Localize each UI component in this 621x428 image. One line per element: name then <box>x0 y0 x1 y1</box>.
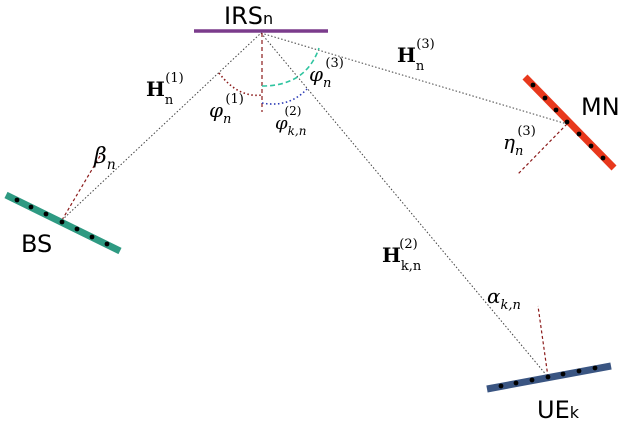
ue-element <box>576 368 582 374</box>
mn-element <box>530 82 536 88</box>
ue-element <box>529 377 535 383</box>
bs-element <box>89 234 95 240</box>
ue-element <box>498 383 504 389</box>
phi1-arc <box>218 72 263 97</box>
ue-label: UEk <box>537 396 580 424</box>
mn-element <box>553 107 559 113</box>
ue-array <box>486 362 612 393</box>
mn-array <box>522 74 617 171</box>
alpha-label: αk,n <box>487 284 521 313</box>
beta-label: βn <box>93 144 116 173</box>
link-bs-irs <box>61 32 262 221</box>
bs-element <box>59 219 65 225</box>
link-irs-ue <box>260 32 549 378</box>
bs-element <box>43 211 49 217</box>
ue-element <box>513 380 519 386</box>
bs-element <box>28 204 34 210</box>
phi3-arc <box>261 47 320 87</box>
mn-element <box>564 119 570 125</box>
eta-label: ηn(3) <box>503 124 536 159</box>
mn-element <box>588 143 594 149</box>
ue-element <box>560 371 566 377</box>
bs-element <box>14 197 20 203</box>
bs-normal <box>61 155 101 221</box>
bs-element <box>104 241 110 247</box>
mn-normal <box>516 123 568 176</box>
angle-arcs <box>218 47 320 105</box>
bs-element <box>74 226 80 232</box>
channel-h2-label: Hk,n(2) <box>382 237 422 274</box>
links <box>61 32 568 378</box>
channel-h3-label: Hn(3) <box>397 37 435 74</box>
bs-array <box>4 191 122 255</box>
phi3-label: φn(3) <box>309 56 344 91</box>
mn-panel <box>522 74 617 171</box>
irs-label: IRSn <box>224 2 273 30</box>
mn-element <box>542 95 548 101</box>
ue-element <box>592 365 598 371</box>
phi2-label: φk,n(2) <box>275 104 306 138</box>
link-irs-mn <box>260 32 568 125</box>
normals <box>61 33 568 378</box>
bs-label: BS <box>21 230 52 258</box>
mn-element <box>600 155 606 161</box>
phi1-label: φn(1) <box>209 92 244 127</box>
phi2-arc <box>261 88 308 105</box>
mn-element <box>576 131 582 137</box>
channel-h1-label: Hn(1) <box>146 71 184 108</box>
mn-label: MN <box>581 93 620 121</box>
ue-element <box>545 374 551 380</box>
ue-normal <box>537 305 549 378</box>
